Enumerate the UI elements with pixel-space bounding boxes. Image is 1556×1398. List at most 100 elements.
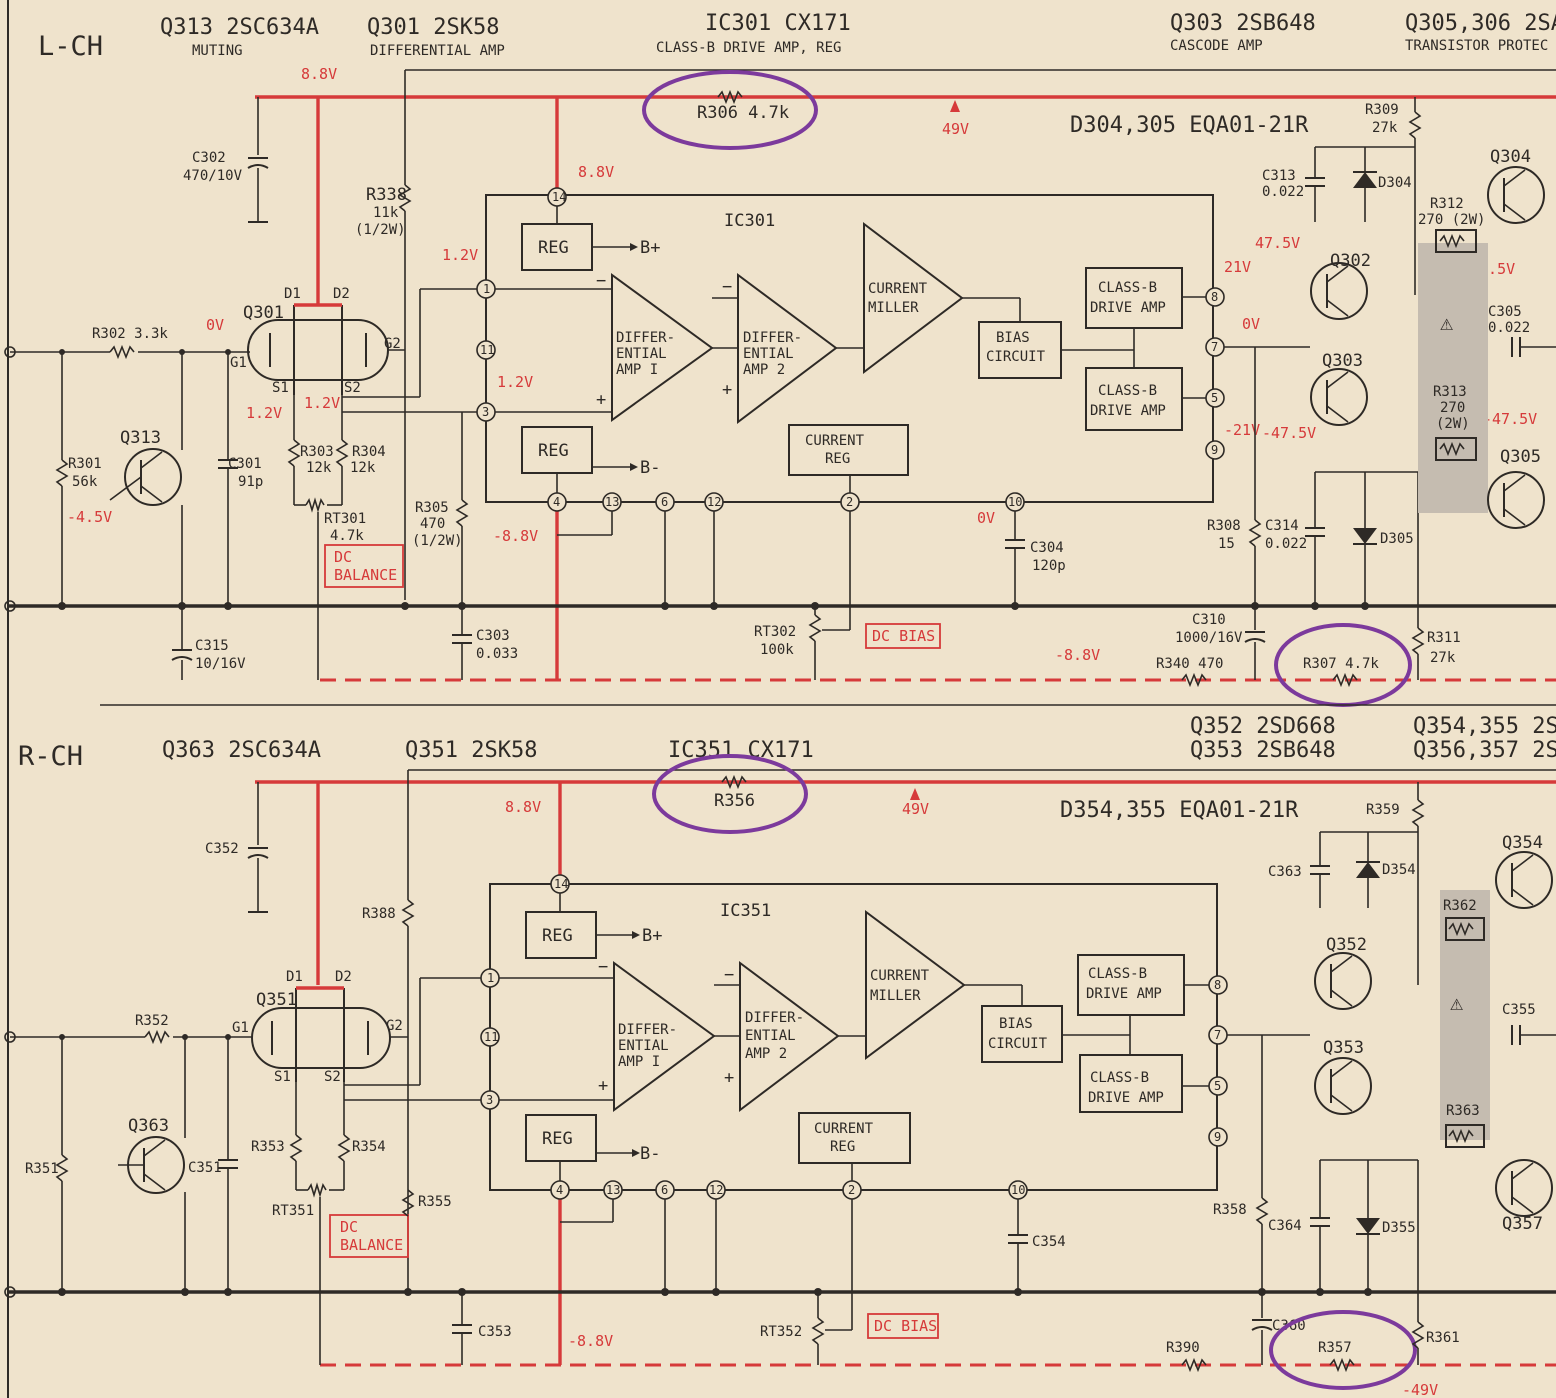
svg-text:10: 10	[1011, 1183, 1025, 1197]
svg-text:DC BIAS: DC BIAS	[872, 627, 935, 645]
svg-text:R312: R312	[1430, 196, 1464, 212]
q305-function: TRANSISTOR PROTEC	[1405, 38, 1548, 54]
svg-text:10/16V: 10/16V	[195, 656, 246, 672]
svg-text:AMP I: AMP I	[618, 1054, 660, 1070]
svg-text:B-: B-	[640, 458, 660, 478]
svg-text:Q353 2SB648: Q353 2SB648	[1190, 738, 1336, 763]
svg-text:Q357: Q357	[1502, 1214, 1543, 1234]
svg-text:R303: R303	[300, 444, 334, 460]
svg-text:RT302: RT302	[754, 624, 796, 640]
svg-text:C363: C363	[1268, 864, 1302, 880]
q303-heading: Q303 2SB648	[1170, 11, 1316, 36]
svg-text:RT351: RT351	[272, 1203, 314, 1219]
svg-text:9: 9	[1214, 1130, 1221, 1144]
svg-text:BALANCE: BALANCE	[340, 1236, 403, 1254]
svg-text:+: +	[598, 1076, 608, 1096]
svg-text:D1: D1	[284, 286, 301, 302]
svg-text:8: 8	[1211, 290, 1218, 304]
svg-text:IC351 CX171: IC351 CX171	[668, 738, 814, 763]
svg-text:C352: C352	[205, 841, 239, 857]
svg-text:R361: R361	[1426, 1330, 1460, 1346]
svg-text:13: 13	[605, 495, 619, 509]
svg-text:9: 9	[1211, 443, 1218, 457]
svg-text:DRIVE AMP: DRIVE AMP	[1090, 403, 1166, 419]
svg-text:C314: C314	[1265, 518, 1299, 534]
svg-text:Q354,355 2SC: Q354,355 2SC	[1413, 714, 1556, 739]
svg-text:R302 3.3k: R302 3.3k	[92, 326, 168, 342]
svg-text:7: 7	[1211, 340, 1218, 354]
svg-text:120p: 120p	[1032, 558, 1066, 574]
svg-text:DC BIAS: DC BIAS	[874, 1317, 937, 1335]
q303-function: CASCODE AMP	[1170, 38, 1263, 54]
svg-text:-21V: -21V	[1224, 421, 1260, 439]
svg-text:10: 10	[1008, 495, 1022, 509]
svg-text:Q352 2SD668: Q352 2SD668	[1190, 714, 1336, 739]
r356-annotation-circle	[652, 754, 808, 834]
svg-text:IC301: IC301	[724, 211, 775, 231]
channel-label-r: R-CH	[18, 741, 83, 772]
svg-text:1000/16V: 1000/16V	[1175, 630, 1243, 646]
svg-text:C310: C310	[1192, 612, 1226, 628]
svg-text:CURRENT: CURRENT	[814, 1121, 874, 1137]
svg-text:DRIVE AMP: DRIVE AMP	[1088, 1090, 1164, 1106]
svg-text:R338: R338	[366, 185, 407, 205]
svg-text:RT301: RT301	[324, 511, 366, 527]
svg-text:CIRCUIT: CIRCUIT	[988, 1036, 1048, 1052]
q301-function: DIFFERENTIAL AMP	[370, 43, 505, 59]
svg-text:R308: R308	[1207, 518, 1241, 534]
svg-text:R359: R359	[1366, 802, 1400, 818]
svg-text:R351: R351	[25, 1161, 59, 1177]
svg-text:CLASS-B: CLASS-B	[1090, 1070, 1149, 1086]
svg-text:MILLER: MILLER	[870, 988, 921, 1004]
svg-text:DRIVE AMP: DRIVE AMP	[1086, 986, 1162, 1002]
svg-text:12k: 12k	[350, 460, 376, 476]
svg-text:21V: 21V	[1224, 258, 1251, 276]
svg-text:C304: C304	[1030, 540, 1064, 556]
svg-text:(2W): (2W)	[1436, 416, 1470, 432]
svg-text:R340 470: R340 470	[1156, 656, 1223, 672]
svg-text:D2: D2	[335, 969, 352, 985]
svg-text:56k: 56k	[72, 474, 98, 490]
svg-text:D2: D2	[333, 286, 350, 302]
svg-text:2: 2	[846, 495, 853, 509]
svg-text:C315: C315	[195, 638, 229, 654]
svg-text:BIAS: BIAS	[996, 330, 1030, 346]
svg-text:CLASS-B: CLASS-B	[1088, 966, 1147, 982]
svg-text:13: 13	[606, 1183, 620, 1197]
svg-text:G1: G1	[232, 1020, 249, 1036]
q301-heading: Q301 2SK58	[367, 15, 499, 40]
svg-text:ENTIAL: ENTIAL	[616, 346, 667, 362]
svg-text:Q363: Q363	[128, 1116, 169, 1136]
svg-text:Q351 2SK58: Q351 2SK58	[405, 738, 537, 763]
svg-text:5: 5	[1214, 1079, 1221, 1093]
svg-text:G2: G2	[384, 336, 401, 352]
svg-text:REG: REG	[830, 1139, 855, 1155]
svg-text:⚠: ⚠	[1440, 311, 1453, 336]
svg-text:BIAS: BIAS	[999, 1016, 1033, 1032]
svg-text:ENTIAL: ENTIAL	[618, 1038, 669, 1054]
svg-text:-8.8V: -8.8V	[493, 527, 538, 545]
svg-text:100k: 100k	[760, 642, 794, 658]
svg-text:DIFFER-: DIFFER-	[616, 330, 675, 346]
svg-text:11k: 11k	[373, 205, 399, 221]
svg-text:R362: R362	[1443, 898, 1477, 914]
svg-text:R304: R304	[352, 444, 386, 460]
svg-text:IC351: IC351	[720, 901, 771, 921]
channel-label: L-CH	[38, 31, 103, 62]
svg-text:Q351: Q351	[256, 990, 297, 1010]
svg-text:DIFFER-: DIFFER-	[745, 1010, 804, 1026]
svg-text:0V: 0V	[1242, 315, 1260, 333]
svg-text:D354,355 EQA01-21R: D354,355 EQA01-21R	[1060, 798, 1299, 823]
svg-text:-8.8V: -8.8V	[1055, 646, 1100, 664]
svg-text:14: 14	[552, 190, 566, 204]
svg-text:0.022: 0.022	[1488, 320, 1530, 336]
svg-text:C351: C351	[188, 1160, 222, 1176]
q313-heading: Q313 2SC634A	[160, 15, 319, 40]
svg-text:AMP I: AMP I	[616, 362, 658, 378]
svg-text:12: 12	[709, 1183, 723, 1197]
svg-text:DC: DC	[334, 548, 352, 566]
svg-text:11: 11	[484, 1030, 498, 1044]
svg-text:Q356,357 2S: Q356,357 2S	[1413, 738, 1556, 763]
svg-text:R358: R358	[1213, 1202, 1247, 1218]
svg-text:D305: D305	[1380, 531, 1414, 547]
